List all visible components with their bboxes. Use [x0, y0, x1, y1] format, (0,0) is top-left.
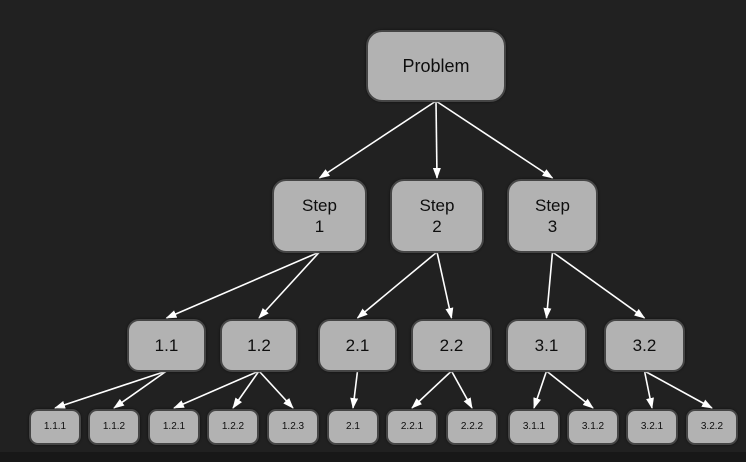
- tree-node-1-2-1: 1.2.1: [148, 409, 200, 445]
- edges-layer: [54, 100, 713, 409]
- tree-node-3-1: 3.1: [506, 319, 587, 372]
- tree-node-label: 3.2: [632, 335, 657, 355]
- tree-node-label: Step 3: [535, 195, 570, 236]
- edge-2-1-to-2-1-leaf: [350, 370, 359, 409]
- tree-node-label: 3.1: [534, 335, 559, 355]
- edge-2-2-to-2-2-2: [450, 370, 473, 409]
- tree-node-label: 2.1: [346, 420, 360, 432]
- edge-step-1-to-1-2: [258, 251, 321, 319]
- edge-1-2-to-1-2-1: [173, 370, 260, 409]
- tree-node-step-2: Step 2: [390, 179, 484, 253]
- tree-node-label: 1.1.2: [102, 420, 126, 432]
- tree-node-label: Step 1: [302, 195, 337, 236]
- tree-node-1-1-2: 1.1.2: [88, 409, 140, 445]
- edge-problem-to-step-2: [432, 100, 441, 179]
- tree-node-label: 1.2.3: [281, 420, 305, 432]
- tree-node-label: 2.2.1: [400, 420, 424, 432]
- edge-step-1-to-1-1: [165, 251, 320, 319]
- tree-node-2-1: 2.1: [318, 319, 397, 372]
- tree-node-label: 3.1.1: [522, 420, 546, 432]
- edge-3-1-to-3-1-2: [546, 370, 594, 409]
- tree-node-label: Problem: [402, 55, 470, 76]
- edge-3-1-to-3-1-1: [533, 370, 548, 409]
- tree-node-1-2-3: 1.2.3: [267, 409, 319, 445]
- tree-node-2-2-1: 2.2.1: [386, 409, 438, 445]
- edge-1-2-to-1-2-2: [232, 370, 260, 409]
- edge-1-1-to-1-1-1: [54, 370, 167, 409]
- tree-node-label: 3.2.2: [700, 420, 724, 432]
- edge-step-2-to-2-1: [356, 251, 438, 319]
- tree-node-label: 1.2.1: [162, 420, 186, 432]
- tree-node-label: 2.1: [345, 335, 370, 355]
- tree-node-2-2: 2.2: [411, 319, 492, 372]
- tree-node-label: 1.1.1: [43, 420, 67, 432]
- edge-step-3-to-3-2: [552, 251, 646, 319]
- edge-problem-to-step-1: [318, 100, 437, 179]
- tree-node-label: 1.1: [154, 335, 179, 355]
- tree-node-label: 2.2: [439, 335, 464, 355]
- tree-node-label: 2.2.2: [460, 420, 484, 432]
- edge-3-2-to-3-2-1: [643, 370, 654, 409]
- tree-node-label: 3.2.1: [640, 420, 664, 432]
- tree-node-3-2-2: 3.2.2: [686, 409, 738, 445]
- tree-node-label: 1.2: [247, 335, 271, 355]
- tree-node-1-1-1: 1.1.1: [29, 409, 81, 445]
- tree-node-problem: Problem: [366, 30, 506, 102]
- tree-node-label: 3.1.2: [581, 420, 605, 432]
- tree-node-3-1-2: 3.1.2: [567, 409, 619, 445]
- bottom-strip: [0, 452, 746, 462]
- tree-node-3-2: 3.2: [604, 319, 685, 372]
- edge-3-2-to-3-2-2: [644, 370, 713, 409]
- tree-node-1-2: 1.2: [220, 319, 298, 372]
- tree-node-2-2-2: 2.2.2: [446, 409, 498, 445]
- tree-node-3-1-1: 3.1.1: [508, 409, 560, 445]
- edge-2-2-to-2-2-1: [411, 370, 453, 409]
- tree-node-label: 1.2.2: [221, 420, 245, 432]
- tree-node-1-1: 1.1: [127, 319, 206, 372]
- edge-1-2-to-1-2-3: [258, 370, 294, 409]
- tree-node-1-2-2: 1.2.2: [207, 409, 259, 445]
- tree-node-step-3: Step 3: [507, 179, 598, 253]
- edge-step-2-to-2-2: [436, 251, 454, 319]
- edge-problem-to-step-3: [435, 100, 554, 179]
- tree-node-label: Step 2: [419, 195, 455, 236]
- edge-step-3-to-3-1: [543, 251, 554, 319]
- tree-node-step-1: Step 1: [272, 179, 367, 253]
- tree-node-3-2-1: 3.2.1: [626, 409, 678, 445]
- edge-1-1-to-1-1-2: [113, 370, 167, 409]
- tree-node-2-1-leaf: 2.1: [327, 409, 379, 445]
